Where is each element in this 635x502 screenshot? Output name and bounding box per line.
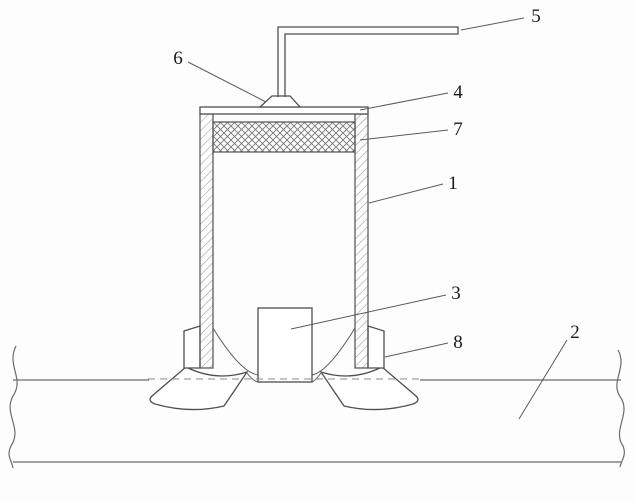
leader-line-8 [384, 342, 449, 358]
vessel-left-wall [199, 113, 214, 369]
center-block [257, 307, 313, 383]
leader-line-1 [368, 183, 444, 204]
part-label-6: 6 [173, 48, 183, 69]
inlet-pipe [277, 26, 459, 97]
leader-line-4 [359, 92, 449, 111]
skirt-right-foot [319, 366, 419, 411]
leader-line-5 [460, 17, 525, 31]
right-bracket [367, 325, 385, 369]
ground-surface [8, 345, 625, 469]
leader-lines [187, 17, 568, 420]
nozzle [258, 95, 302, 108]
part-labels: 5 6 4 7 1 3 8 2 [173, 6, 580, 353]
top-lid [199, 106, 369, 115]
part-label-8: 8 [453, 332, 463, 353]
suction-skirt [149, 366, 419, 411]
funnel-curve-right [311, 327, 356, 376]
vessel-right-wall [354, 113, 369, 369]
ground-left-break-line [8, 345, 18, 469]
leader-line-7 [359, 129, 449, 141]
part-label-2: 2 [570, 322, 580, 343]
part-label-7: 7 [453, 119, 463, 140]
part-label-3: 3 [451, 283, 461, 304]
skirt-left-foot [149, 366, 249, 411]
part-label-5: 5 [531, 6, 541, 27]
ground-right-break-line [616, 349, 625, 468]
leader-line-6 [187, 61, 267, 103]
leader-line-3 [290, 294, 447, 330]
part-label-1: 1 [448, 173, 458, 194]
left-bracket [183, 325, 201, 369]
part-label-4: 4 [453, 82, 463, 103]
seal-layer-crosshatch [212, 121, 356, 153]
block-skirt-joins [246, 372, 322, 383]
funnel-curve-left [212, 327, 259, 376]
leader-line-2 [518, 339, 568, 420]
